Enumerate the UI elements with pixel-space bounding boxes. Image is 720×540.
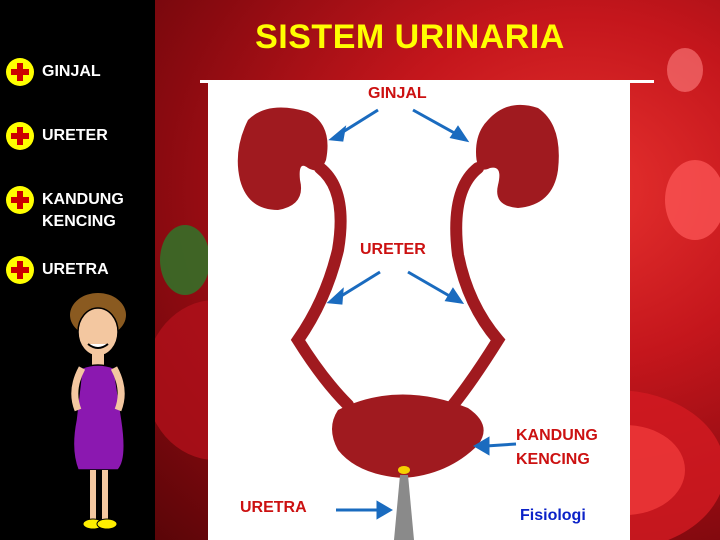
woman-illustration — [70, 293, 126, 530]
arrows — [326, 108, 517, 520]
plus-icon — [6, 256, 34, 284]
menu-item-uretra[interactable]: URETRA — [6, 256, 109, 284]
menu-item-kandung-kencing[interactable]: KANDUNG KENCING — [6, 186, 124, 233]
menu-item-ureter[interactable]: URETER — [6, 122, 108, 150]
plus-icon — [6, 186, 34, 214]
left-ureter — [290, 162, 354, 411]
menu-label: GINJAL — [42, 63, 101, 80]
label-ginjal: GINJAL — [368, 85, 427, 102]
diagram-panel: GINJAL URETER KANDUNG KENCING URETRA Fis… — [208, 80, 630, 540]
footer-fisiologi: Fisiologi — [520, 507, 586, 524]
label-kandung-kencing: KANDUNG KENCING — [516, 427, 598, 468]
bladder — [332, 394, 484, 478]
label-ureter: URETER — [360, 241, 426, 258]
right-ureter — [447, 162, 506, 411]
menu-label: URETRA — [42, 261, 109, 278]
menu-item-ginjal[interactable]: GINJAL — [6, 58, 101, 86]
plus-icon — [6, 122, 34, 150]
urinary-system-diagram — [237, 104, 559, 540]
right-kidney — [476, 104, 559, 208]
left-kidney — [237, 107, 328, 210]
page-title: SISTEM URINARIA — [255, 18, 565, 56]
menu-label: KANDUNG KENCING — [42, 191, 124, 230]
plus-icon — [6, 58, 34, 86]
urethra — [394, 475, 414, 540]
menu-label: URETER — [42, 127, 108, 144]
label-uretra: URETRA — [240, 499, 307, 516]
